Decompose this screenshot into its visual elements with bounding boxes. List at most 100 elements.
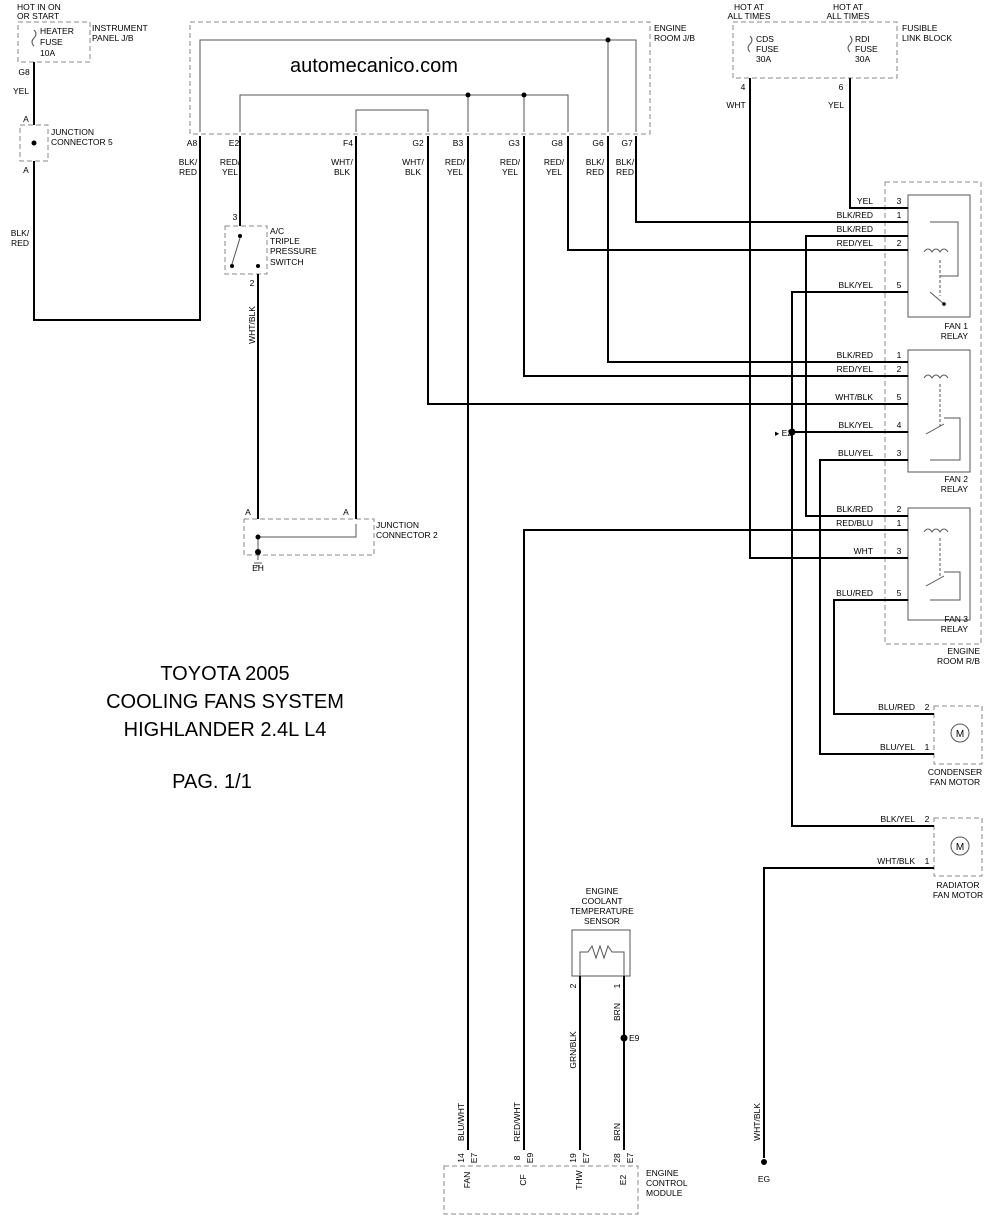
junction-connector-2-box xyxy=(243,518,375,556)
wire-label: BLK/ xyxy=(586,157,605,167)
jb-splice xyxy=(605,37,611,43)
component-label: FAN 2 xyxy=(944,474,968,484)
component-label: TRIPLE xyxy=(270,236,300,246)
pin-label: G8 xyxy=(18,67,30,77)
pin-label: 2 xyxy=(925,814,930,824)
wire-label: GRN/BLK xyxy=(568,1031,578,1069)
ac-switch-box xyxy=(224,225,268,275)
fuse-label: FUSE xyxy=(756,44,779,54)
component-label: CONTROL xyxy=(646,1178,688,1188)
wire-label: RED xyxy=(179,167,197,177)
pin-label: E7 xyxy=(469,1153,479,1164)
pin-label: 1 xyxy=(897,350,902,360)
component-label: CONNECTOR 2 xyxy=(376,530,438,540)
wire-label: BLK/YEL xyxy=(839,280,874,290)
pin-label: G7 xyxy=(621,138,633,148)
component-label: ENGINE xyxy=(654,23,687,33)
wire-label: YEL xyxy=(502,167,518,177)
component-label: LINK BLOCK xyxy=(902,33,952,43)
component-label: ENGINE xyxy=(947,646,980,656)
ac-switch-contact xyxy=(256,264,260,268)
heater-fuse-icon xyxy=(31,29,37,47)
wire-label: BLU/WHT xyxy=(456,1103,466,1141)
pin-label: E2 xyxy=(618,1175,628,1186)
wire-wht-blk-g2 xyxy=(427,136,908,405)
wire-label: BLU/RED xyxy=(878,702,915,712)
engine-room-rb-box xyxy=(884,181,982,645)
pin-label: CF xyxy=(518,1174,528,1185)
title-line2: COOLING FANS SYSTEM xyxy=(106,691,344,713)
splice-label: ▸ E2 xyxy=(775,428,792,438)
component-label: FAN MOTOR xyxy=(933,890,983,900)
pin-label: 3 xyxy=(897,546,902,556)
fan3-relay-box xyxy=(907,507,971,621)
wire-blk-yel-r1-rad xyxy=(791,291,934,827)
fan3-relay-internals xyxy=(923,528,961,601)
wire-label: BLK/YEL xyxy=(839,420,874,430)
component-label: CONNECTOR 5 xyxy=(51,137,113,147)
pin-label: 3 xyxy=(897,448,902,458)
fuse-label: FUSE xyxy=(855,44,878,54)
pin-label: E2 xyxy=(229,138,240,148)
jb-internal-bus2 xyxy=(239,94,569,132)
pin-label: G2 xyxy=(412,138,424,148)
cds-fuse-icon xyxy=(747,35,753,53)
component-label: A/C xyxy=(270,226,284,236)
component-label: JUNCTION xyxy=(376,520,419,530)
pin-label: 4 xyxy=(897,420,902,430)
splice-e2 xyxy=(788,428,796,436)
fuse-label: FUSE xyxy=(40,37,63,47)
wire-blu-red-r3 xyxy=(833,599,934,715)
wire-label: RED/YEL xyxy=(837,364,874,374)
motor-symbol: M xyxy=(956,729,964,740)
wire-label: BLU/YEL xyxy=(838,448,873,458)
power-label: ALL TIMES xyxy=(728,11,771,21)
watermark: automecanico.com xyxy=(290,55,458,77)
wire-label: BLK/ xyxy=(11,228,30,238)
component-label: ROOM R/B xyxy=(937,656,980,666)
wire-label: BLK/RED xyxy=(837,224,873,234)
j2-splice xyxy=(255,534,261,540)
fusible-link-block-box xyxy=(732,21,898,79)
wire-label: WHT/ xyxy=(402,157,424,167)
power-label: HOT AT xyxy=(734,2,764,12)
pin-label: 5 xyxy=(897,588,902,598)
wire-label: BRN xyxy=(612,1123,622,1141)
wire-label: BLK/RED xyxy=(837,504,873,514)
wire-label: BLU/RED xyxy=(836,588,873,598)
pin-label: 8 xyxy=(512,1155,522,1160)
pin-label: B3 xyxy=(453,138,464,148)
j2-ground-dot xyxy=(255,549,261,555)
ect-sensor-box xyxy=(571,929,631,977)
wire-label: WHT/BLK xyxy=(835,392,873,402)
engine-room-jb-box xyxy=(189,21,651,135)
wire-label: YEL xyxy=(546,167,562,177)
wire-label: BRN xyxy=(612,1003,622,1021)
component-label: FAN MOTOR xyxy=(930,777,980,787)
component-label: RELAY xyxy=(941,624,969,634)
pin-label: 6 xyxy=(839,82,844,92)
wire-label: BLK xyxy=(405,167,421,177)
wire-label: RED/ xyxy=(445,157,466,167)
wire-blk-red-g7 xyxy=(635,136,908,223)
jb-splice xyxy=(465,92,471,98)
wire-label: RED/ xyxy=(544,157,565,167)
pin-label: A xyxy=(245,507,251,517)
fuse-label: RDI xyxy=(855,34,870,44)
power-label: HOT IN ON xyxy=(17,2,61,12)
power-label: ALL TIMES xyxy=(827,11,870,21)
ac-switch-contact xyxy=(238,234,242,238)
pin-label: F4 xyxy=(343,138,353,148)
component-label: PANEL J/B xyxy=(92,33,134,43)
component-label: FUSIBLE xyxy=(902,23,938,33)
condenser-motor-icon xyxy=(950,723,970,743)
wire-red-yel-g3 xyxy=(523,136,908,377)
pin-label: 1 xyxy=(925,856,930,866)
wire-red-blu-r3 xyxy=(523,529,908,1150)
pin-label: A8 xyxy=(187,138,198,148)
fuse-label: 30A xyxy=(855,54,870,64)
wire-label: WHT/BLK xyxy=(877,856,915,866)
wire-label: RED/WHT xyxy=(512,1102,522,1142)
ecm-box xyxy=(443,1165,639,1215)
